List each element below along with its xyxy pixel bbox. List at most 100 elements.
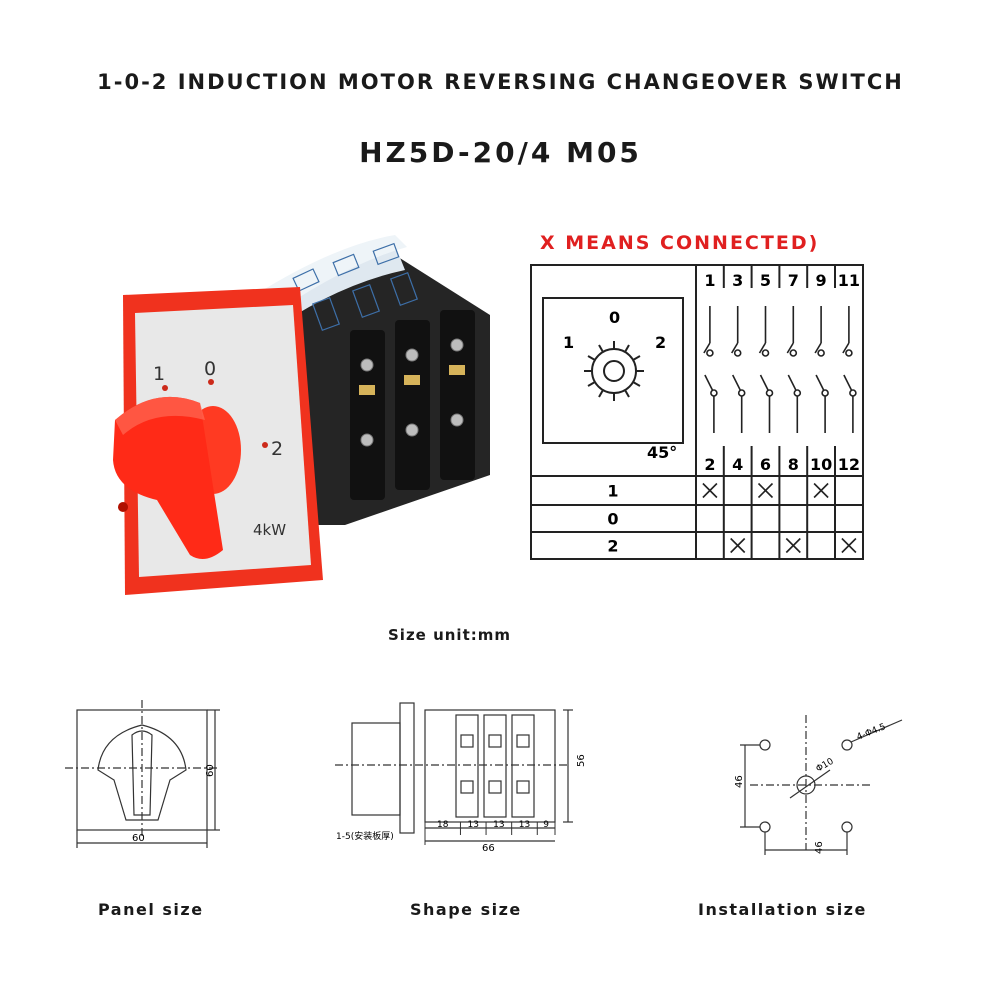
panel-height-label: 60	[205, 764, 216, 777]
dial-label-left: 1	[563, 333, 574, 352]
mount-holes-label: 4-Φ4.5	[855, 722, 887, 743]
terminal-block-outline	[511, 714, 535, 818]
dial-tick	[632, 381, 641, 387]
contact-point	[710, 389, 718, 397]
terminal-block-outline	[483, 714, 507, 818]
center-hole	[796, 775, 816, 795]
contact-point	[789, 349, 798, 357]
contact-point	[733, 349, 742, 357]
terminal-screw	[488, 780, 502, 794]
connected-mark	[702, 482, 718, 499]
body-outline	[424, 709, 556, 823]
terminal-bottom-label: 10	[810, 455, 832, 474]
contact-point	[737, 389, 746, 397]
terminal-bottom-label: 4	[732, 455, 743, 474]
dial-label-right: 2	[655, 333, 666, 352]
terminal-bottom-label: 2	[704, 455, 715, 474]
connection-legend: X MEANS CONNECTED)	[540, 232, 820, 254]
dial-label-top: 0	[609, 308, 620, 327]
size-unit-label: Size unit:mm	[388, 626, 511, 644]
connected-mark	[841, 537, 857, 554]
shape-height-label: 56	[576, 754, 587, 767]
contact-point	[821, 389, 829, 397]
terminal-top-label: 9	[816, 271, 827, 290]
mount-hole	[841, 739, 853, 751]
mount-hole	[759, 739, 771, 751]
terminal-screw	[488, 734, 502, 748]
position-label-2: 2	[271, 438, 283, 460]
segment-label: 13	[493, 820, 504, 830]
contact-point	[817, 349, 825, 357]
contact-point	[793, 389, 802, 397]
dial-tick	[598, 344, 604, 353]
contact-arm	[703, 342, 711, 354]
connected-mark	[813, 482, 829, 499]
dial-tick	[624, 344, 630, 353]
shape-size-caption: Shape size	[410, 900, 522, 919]
position-label-0: 0	[204, 358, 216, 380]
terminal-block-outline	[455, 714, 479, 818]
dial-tick	[587, 355, 596, 361]
connected-mark	[730, 537, 746, 554]
terminal-screw	[460, 780, 474, 794]
terminal-bottom-label: 6	[760, 455, 771, 474]
segment-label: 9	[543, 820, 549, 830]
panel-width-label: 60	[132, 833, 145, 844]
terminal-top-label: 7	[788, 271, 799, 290]
dial-tick	[598, 389, 604, 398]
knob-side-outline	[351, 722, 401, 816]
connected-mark	[757, 482, 774, 499]
terminal-top-label: 1	[704, 271, 715, 290]
row-position-label: 1	[607, 482, 618, 501]
contact-pair	[814, 306, 829, 433]
angle-label: 45°	[647, 443, 677, 462]
contact-pair	[758, 306, 774, 433]
terminal-top-label: 3	[732, 271, 743, 290]
row-position-label: 0	[607, 510, 618, 529]
contact-arm	[842, 342, 850, 354]
switch-knob	[113, 396, 241, 559]
product-illustration: 1 0 2 4kW	[113, 235, 490, 595]
row-position-label: 2	[607, 537, 618, 556]
panel-size-caption: Panel size	[98, 900, 204, 919]
panel-size-drawing: 60 60	[65, 700, 220, 848]
contact-arm	[814, 342, 822, 354]
contact-pair	[731, 306, 746, 433]
contact-point	[845, 349, 853, 357]
terminal-bottom-label: 12	[838, 455, 860, 474]
terminal-screw	[460, 734, 474, 748]
contact-arm	[786, 342, 794, 354]
segment-label: 13	[468, 820, 479, 830]
segment-label: 13	[519, 820, 530, 830]
contact-pair	[786, 306, 802, 433]
dial-tick	[632, 355, 641, 361]
contact-point	[765, 389, 774, 397]
terminal-screw	[516, 780, 530, 794]
mount-hole	[759, 821, 771, 833]
contact-arm	[758, 342, 767, 354]
dial-tick	[587, 381, 596, 387]
page-title: 1-0-2 INDUCTION MOTOR REVERSING CHANGEOV…	[97, 70, 904, 94]
dial-box	[542, 297, 684, 444]
connected-mark	[785, 537, 801, 554]
install-horizontal-label: 46	[814, 841, 825, 854]
mount-note-label: 1-5(安装板厚)	[336, 830, 394, 842]
contact-point	[761, 349, 770, 357]
rating-label: 4kW	[253, 521, 286, 539]
model-number: HZ5D-20/4 M05	[359, 136, 642, 169]
installation-size-drawing: 46 46 Φ10 4-Φ4.5	[734, 715, 903, 855]
terminal-top-label: 11	[838, 271, 860, 290]
contact-arm	[731, 342, 739, 354]
contact-point	[849, 389, 857, 397]
terminal-top-label: 5	[760, 271, 771, 290]
position-label-1: 1	[153, 363, 165, 385]
contact-pair	[842, 306, 857, 433]
center-hole-label: Φ10	[815, 757, 836, 775]
contact-pair	[703, 306, 718, 433]
knob-outline	[97, 724, 187, 821]
dial-tick	[624, 389, 630, 398]
installation-size-caption: Installation size	[698, 900, 867, 919]
mount-hole	[841, 821, 853, 833]
